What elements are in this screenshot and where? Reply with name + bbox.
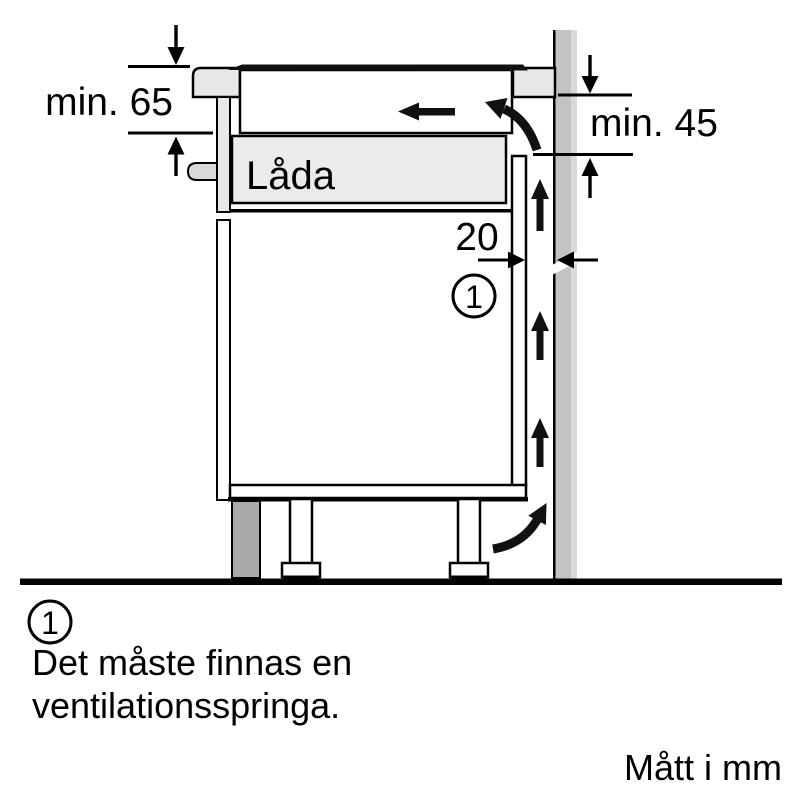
worktop-right-section xyxy=(511,66,557,99)
cabinet-bottom-panel xyxy=(228,483,528,500)
units-note: Mått i mm xyxy=(624,747,782,788)
floor-line xyxy=(20,578,782,585)
legend-marker-circle xyxy=(27,599,73,645)
airflow-gap-arrow-1-head xyxy=(531,179,549,199)
worktop-and-hob xyxy=(191,64,557,135)
dim45-label: min. 45 xyxy=(590,102,718,145)
hob-glass-top xyxy=(228,64,528,71)
airflow-arrows xyxy=(398,98,549,554)
gap20-left-arrow-head xyxy=(557,251,574,269)
legend-marker-number: 1 xyxy=(41,605,59,641)
dimension-min45: min. 45 xyxy=(533,55,718,198)
airflow-gap-arrow-1-shaft xyxy=(536,195,544,231)
dim45-bottom-line xyxy=(533,153,633,156)
dim45-up-arrow-shaft xyxy=(588,172,592,198)
cabinet-right-panel xyxy=(510,154,528,488)
airflow-top-curve-head xyxy=(485,98,508,119)
airflow-gap-arrow-1 xyxy=(531,179,549,231)
plinth xyxy=(231,500,261,579)
legend: 1 Det måste finnas en ventilationsspring… xyxy=(27,599,352,726)
airflow-gap-arrow-3-head xyxy=(531,418,549,438)
wall xyxy=(550,30,579,580)
gap20-label: 20 xyxy=(455,216,498,259)
dim65-up-arrow-head xyxy=(167,136,185,155)
shelf-line xyxy=(230,209,512,213)
dimension-min65: min. 65 xyxy=(45,25,213,176)
rear-leg-foot xyxy=(448,561,490,579)
callout-marker: 1 xyxy=(451,273,497,319)
airflow-left-arrow-shaft xyxy=(417,108,455,116)
dim65-top-line xyxy=(128,65,190,68)
airflow-left-arrow xyxy=(398,102,455,121)
dim45-down-arrow-head xyxy=(581,76,599,94)
airflow-bottom-curve-head xyxy=(528,503,547,525)
airflow-top-curve-shaft xyxy=(501,104,542,152)
airflow-gap-arrow-2-head xyxy=(531,311,549,331)
dim65-down-arrow-head xyxy=(167,47,185,65)
drawer-label: Låda xyxy=(246,154,336,198)
gap20-left-arrow-shaft xyxy=(572,258,598,262)
dim45-down-arrow-shaft xyxy=(588,55,592,78)
drawer-handle xyxy=(186,162,218,181)
gap20-right-arrow-shaft xyxy=(478,258,510,262)
door-front-panel xyxy=(216,219,231,501)
legend-text-line1: Det måste finnas en xyxy=(32,642,352,683)
cabinet-bottom-edge xyxy=(228,497,528,502)
airflow-gap-arrow-2 xyxy=(531,311,549,360)
airflow-gap-arrow-3 xyxy=(531,418,549,467)
airflow-bottom-curve-arrow xyxy=(492,503,547,554)
wall-front-edge xyxy=(553,30,556,580)
gap20-right-arrow-head xyxy=(508,251,525,269)
airflow-gap-arrow-3-shaft xyxy=(536,434,544,467)
rear-leg-stem xyxy=(456,497,482,567)
wall-highlight xyxy=(571,30,577,580)
rear-leg xyxy=(448,497,490,581)
front-leg-base xyxy=(283,575,319,581)
airflow-top-curve-arrow xyxy=(485,98,542,152)
cabinet: Låda xyxy=(186,96,528,581)
airflow-left-arrow-head xyxy=(398,102,419,121)
front-leg-foot xyxy=(280,561,322,579)
airflow-bottom-curve-shaft xyxy=(492,517,541,554)
dim65-bottom-line xyxy=(128,131,213,135)
legend-text-line2: ventilationsspringa. xyxy=(32,685,340,726)
dim65-down-arrow-shaft xyxy=(174,25,178,49)
dimension-gap20: 20 xyxy=(455,216,598,269)
front-leg xyxy=(280,497,322,581)
rear-leg-base xyxy=(451,575,487,581)
callout-circle xyxy=(451,273,497,319)
front-leg-stem xyxy=(288,497,314,567)
drawer-box xyxy=(230,134,508,205)
airflow-gap-arrow-2-shaft xyxy=(536,327,544,360)
dim45-top-line xyxy=(558,93,632,97)
hob-body xyxy=(238,68,514,135)
drawer-front-panel xyxy=(216,96,231,213)
dim65-label: min. 65 xyxy=(45,81,173,124)
worktop-left-section xyxy=(191,66,242,99)
dim45-up-arrow-head xyxy=(581,158,599,176)
callout-number: 1 xyxy=(465,279,483,315)
dim65-up-arrow-shaft xyxy=(174,151,178,176)
